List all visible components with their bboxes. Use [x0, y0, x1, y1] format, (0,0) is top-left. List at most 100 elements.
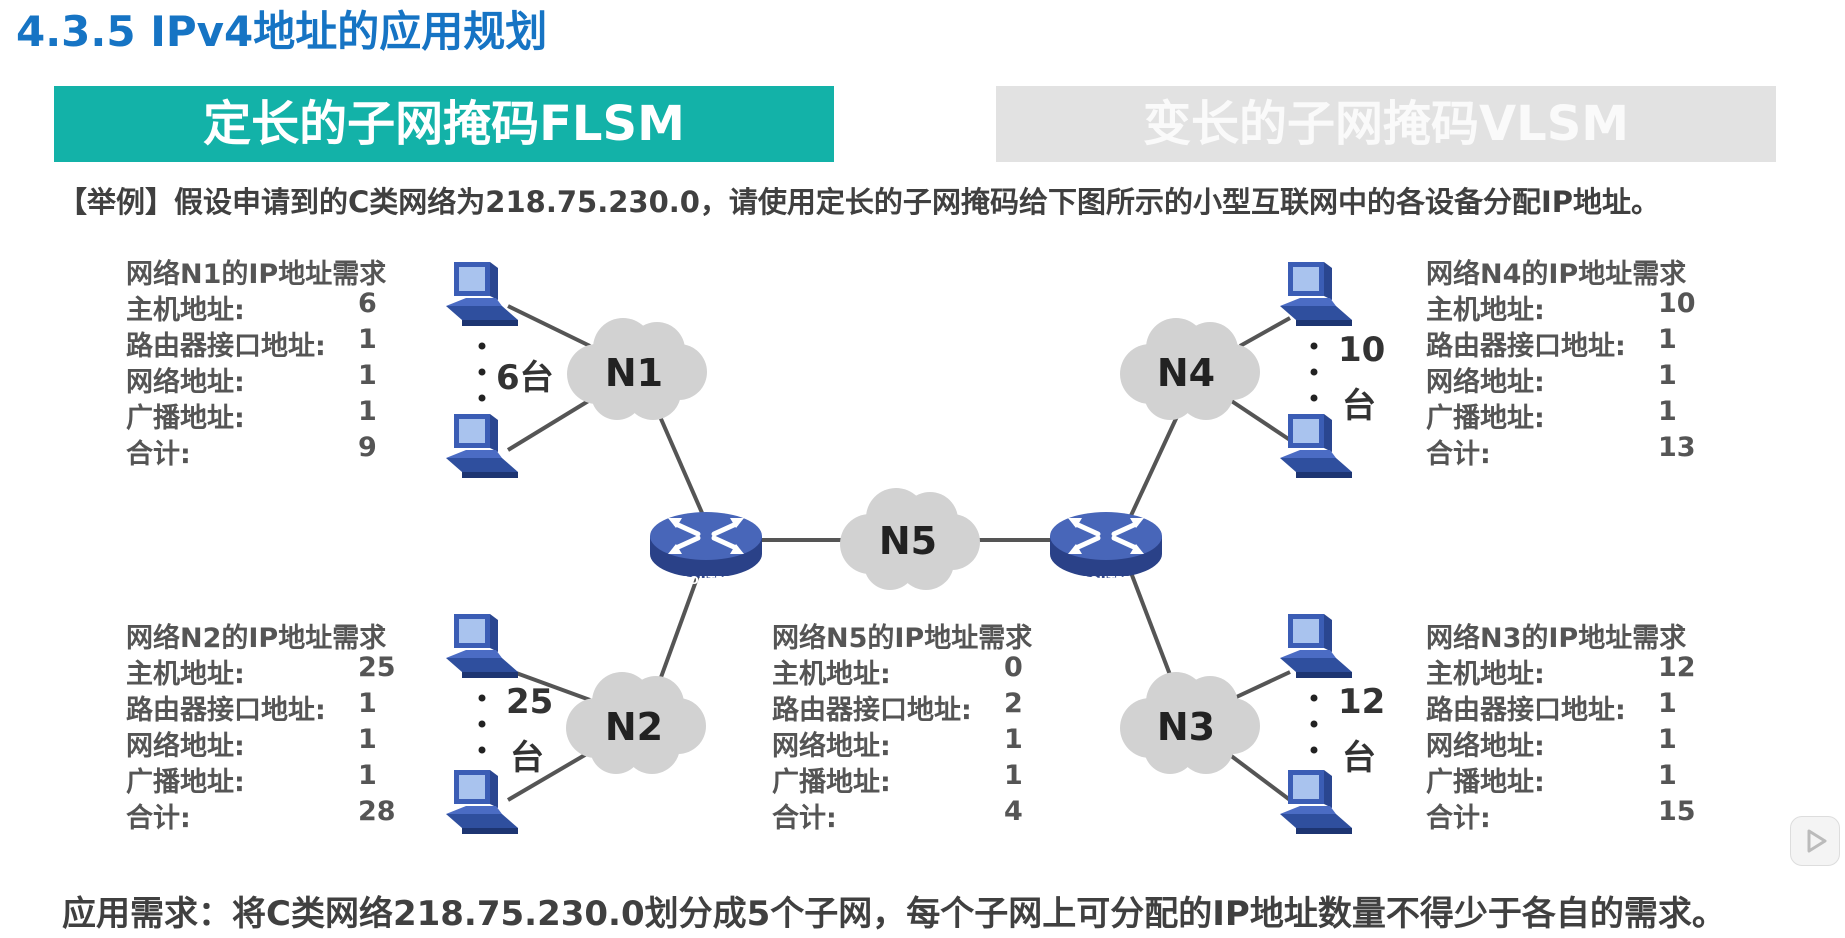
ellipsis-dots: [478, 342, 1318, 754]
n4-broadcast-label: 广播地址:: [1426, 403, 1545, 434]
n5-network-label: 网络地址:: [772, 731, 891, 762]
n4-host-count-unit: 台: [1342, 386, 1376, 426]
pc-icon: [446, 414, 518, 478]
n1-network-label: 网络地址:: [126, 367, 245, 398]
n5-total-label: 合计:: [772, 803, 837, 834]
play-button[interactable]: [1790, 816, 1840, 866]
n3-network-value: 1: [1658, 724, 1677, 755]
pc-icon: [1280, 262, 1352, 326]
cloud-label-n2: N2: [605, 705, 663, 749]
footer-text: 应用需求：将C类网络218.75.230.0划分成5个子网，每个子网上可分配的I…: [62, 894, 1726, 934]
n5-broadcast-label: 广播地址:: [772, 767, 891, 798]
n3-total-value: 15: [1658, 796, 1696, 827]
link-pc-n4-top: [1239, 316, 1291, 348]
n2-broadcast-value: 1: [358, 760, 377, 791]
cloud-label-n1: N1: [605, 351, 663, 395]
link-pc-n2-top: [507, 668, 591, 702]
cloud-label-n3: N3: [1157, 705, 1215, 749]
n1-total-label: 合计:: [126, 439, 191, 470]
link-n1-router1: [656, 411, 708, 523]
cloud-label-n5: N5: [879, 519, 937, 563]
n2-total-value: 28: [358, 796, 396, 827]
n4-network-value: 1: [1658, 360, 1677, 391]
n2-host-label: 主机地址:: [126, 659, 245, 690]
n5-router-if-value: 2: [1004, 688, 1023, 719]
n2-broadcast-label: 广播地址:: [126, 767, 245, 798]
link-router2-n3: [1128, 569, 1174, 681]
n4-network-label: 网络地址:: [1426, 367, 1545, 398]
page-title: 4.3.5 IPv4地址的应用规划: [16, 7, 548, 56]
link-router2-n4: [1126, 409, 1182, 523]
n3-host-label: 主机地址:: [1426, 659, 1545, 690]
n3-router-if-label: 路由器接口地址:: [1426, 695, 1626, 726]
n3-network-label: 网络地址:: [1426, 731, 1545, 762]
n2-total-label: 合计:: [126, 803, 191, 834]
link-pc-n3-top: [1229, 670, 1291, 702]
n3-total-label: 合计:: [1426, 803, 1491, 834]
n5-broadcast-value: 1: [1004, 760, 1023, 791]
links: [506, 304, 1292, 802]
link-pc-n4-bottom: [1228, 398, 1292, 442]
n3-host-count: 12: [1338, 682, 1386, 722]
n2-router-if-value: 1: [358, 688, 377, 719]
n2-host-count-unit: 台: [510, 738, 544, 778]
link-router1-n2: [658, 569, 702, 681]
n5-router-if-label: 路由器接口地址:: [772, 695, 972, 726]
n1-router-if-label: 路由器接口地址:: [126, 331, 326, 362]
n1-network-value: 1: [358, 360, 377, 391]
router-icon: [1050, 512, 1162, 578]
pc-icon: [446, 614, 518, 678]
n1-host-value: 6: [358, 288, 377, 319]
n2-network-label: 网络地址:: [126, 731, 245, 762]
tab-flsm[interactable]: 定长的子网掩码FLSM: [54, 86, 834, 162]
link-pc-n1-top: [507, 304, 591, 348]
n1-router-if-value: 1: [358, 324, 377, 355]
n4-total-label: 合计:: [1426, 439, 1491, 470]
pc-icon: [1280, 614, 1352, 678]
n2-req-title: 网络N2的IP地址需求: [126, 623, 387, 654]
n4-host-count: 10: [1338, 330, 1386, 370]
n3-req-title: 网络N3的IP地址需求: [1426, 623, 1687, 654]
n2-network-value: 1: [358, 724, 377, 755]
n5-total-value: 4: [1004, 796, 1023, 827]
n1-host-label: 主机地址:: [126, 295, 245, 326]
n3-broadcast-value: 1: [1658, 760, 1677, 791]
n2-host-count: 25: [506, 682, 554, 722]
router-icon: [650, 512, 762, 578]
n4-host-label: 主机地址:: [1426, 295, 1545, 326]
example-text: 【举例】假设申请到的C类网络为218.75.230.0，请使用定长的子网掩码给下…: [58, 185, 1660, 219]
n4-total-value: 13: [1658, 432, 1696, 463]
play-icon: [1807, 829, 1827, 853]
link-pc-n2-bottom: [506, 750, 592, 802]
n1-total-value: 9: [358, 432, 377, 463]
n2-router-if-label: 路由器接口地址:: [126, 695, 326, 726]
n3-host-value: 12: [1658, 652, 1696, 683]
n5-network-value: 1: [1004, 724, 1023, 755]
n1-broadcast-label: 广播地址:: [126, 403, 245, 434]
n4-broadcast-value: 1: [1658, 396, 1677, 427]
n3-router-if-value: 1: [1658, 688, 1677, 719]
n3-broadcast-label: 广播地址:: [1426, 767, 1545, 798]
n5-host-label: 主机地址:: [772, 659, 891, 690]
n4-router-if-value: 1: [1658, 324, 1677, 355]
cloud-label-n4: N4: [1157, 351, 1215, 395]
router-label-2: ROUTER: [1081, 574, 1132, 587]
pc-icon: [446, 770, 518, 834]
pc-icon: [1280, 770, 1352, 834]
n4-router-if-label: 路由器接口地址:: [1426, 331, 1626, 362]
n1-req-title: 网络N1的IP地址需求: [126, 259, 387, 290]
n2-host-value: 25: [358, 652, 396, 683]
n3-host-count-unit: 台: [1342, 738, 1376, 778]
n4-host-value: 10: [1658, 288, 1696, 319]
n1-host-count: 6台: [496, 358, 554, 398]
link-pc-n3-bottom: [1228, 753, 1292, 802]
n5-req-title: 网络N5的IP地址需求: [772, 623, 1033, 654]
link-pc-n1-bottom: [506, 398, 592, 452]
n4-req-title: 网络N4的IP地址需求: [1426, 259, 1687, 290]
n1-broadcast-value: 1: [358, 396, 377, 427]
pc-icon: [446, 262, 518, 326]
router-label-1: ROUTER: [681, 574, 732, 587]
n5-host-value: 0: [1004, 652, 1023, 683]
tab-vlsm[interactable]: 变长的子网掩码VLSM: [996, 86, 1776, 162]
